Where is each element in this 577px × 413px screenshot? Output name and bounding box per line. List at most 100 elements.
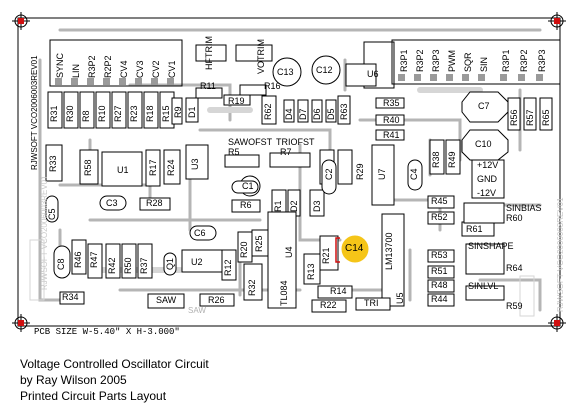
diode-d5: D5 [326, 108, 336, 120]
label-sinshape: SINSHAPE [468, 241, 514, 251]
cap-c3: C3 [106, 198, 118, 208]
res-r58: R58 [83, 159, 93, 176]
res-r18: R18 [145, 105, 155, 122]
label-sawofst: SAWOFST [228, 137, 273, 147]
res-r61: R61 [466, 224, 483, 234]
res-r27: R27 [113, 105, 123, 122]
res-r60: R60 [506, 213, 523, 223]
res-r38: R38 [431, 151, 441, 168]
res-r64: R64 [506, 263, 523, 273]
right-pin-pwm: PWM [447, 50, 457, 72]
right-pin-r3p3b: R3P3 [537, 49, 547, 72]
transistor-q1: Q1 [165, 257, 175, 270]
header-pin-cv3: CV3 [135, 60, 145, 78]
header-pin-cv1: CV1 [167, 60, 177, 78]
res-r50: R50 [123, 257, 133, 274]
res-r14: R14 [330, 286, 347, 296]
res-r10: R10 [97, 105, 107, 122]
res-r51: R51 [431, 266, 448, 276]
header-pin-lin: LIN [71, 63, 81, 78]
res-r9: R9 [173, 106, 183, 118]
res-r57: R57 [525, 109, 535, 126]
res-r34: R34 [62, 292, 79, 302]
cap-c2: C2 [324, 168, 334, 180]
res-r22: R22 [320, 300, 337, 310]
res-r26: R26 [208, 295, 225, 305]
pcb-size-text: PCB SIZE W-5.40" X H-3.000" [34, 327, 180, 337]
res-r31: R31 [49, 105, 59, 122]
caption-author: by Ray Wilson 2005 [20, 373, 127, 387]
res-r30: R30 [65, 105, 75, 122]
res-r33: R33 [48, 155, 58, 172]
res-r59: R59 [506, 301, 523, 311]
ic-tl084: TL084 [279, 280, 289, 306]
pcb-id-mirror: RJWSOFT VCO2006003REV01 [40, 175, 49, 290]
res-r63: R63 [339, 103, 349, 120]
res-r49: R49 [447, 151, 457, 168]
right-pin-sin: SIN [479, 56, 489, 72]
res-r24: R24 [166, 159, 176, 176]
ic-u6: U6 [367, 69, 379, 79]
label-sinbias: SINBIAS [506, 203, 542, 213]
right-pin-sqr: SQR [463, 52, 473, 72]
label-plus12: +12V [477, 160, 499, 170]
cap-c7: C7 [478, 101, 490, 111]
res-r37: R37 [139, 257, 149, 274]
label-votrim: VOTRIM [256, 39, 266, 74]
res-r65: R65 [541, 109, 551, 126]
res-r21: R21 [321, 247, 331, 264]
res-r35: R35 [383, 98, 400, 108]
diode-d1: D1 [187, 106, 197, 118]
header-pin-r2p2: R2P2 [103, 55, 113, 78]
cap-c8: C8 [56, 258, 66, 270]
res-r47: R47 [89, 251, 99, 268]
res-r46: R46 [73, 251, 83, 268]
res-r48: R48 [431, 280, 448, 290]
cap-c14-highlighted: C14 [345, 243, 364, 254]
diode-d6: D6 [312, 108, 322, 120]
label-saw: SAW [156, 295, 177, 305]
res-r41: R41 [383, 130, 400, 140]
right-pin-r3p2: R3P2 [415, 49, 425, 72]
header-pin-cv4: CV4 [119, 60, 129, 78]
label-gnd: GND [477, 174, 497, 184]
right-pin-r3p3: R3P3 [431, 49, 441, 72]
res-r17: R17 [148, 159, 158, 176]
res-r44: R44 [431, 294, 448, 304]
cap-c1: C1 [242, 181, 254, 191]
res-r11: R11 [200, 81, 216, 91]
ic-u1: U1 [117, 165, 129, 175]
cap-c4: C4 [409, 168, 419, 180]
diode-d3: D3 [312, 200, 322, 212]
res-r45: R45 [431, 196, 448, 206]
cap-c6: C6 [194, 228, 206, 238]
label-hftrim: HFTRIM [204, 36, 214, 70]
res-r56: R56 [509, 109, 519, 126]
diode-d7: D7 [298, 108, 308, 120]
res-r7: R7 [280, 147, 292, 157]
res-r1: R1 [273, 200, 283, 212]
label-triofst: TRIOFST [276, 137, 315, 147]
res-r40: R40 [383, 115, 400, 125]
res-r16: R16 [264, 81, 281, 91]
header-pin-r3p2: R3P2 [87, 55, 97, 78]
diode-d2: D2 [289, 200, 299, 212]
ic-u4: U4 [284, 246, 294, 258]
res-r42: R42 [107, 257, 117, 274]
cap-c10: C10 [475, 139, 492, 149]
ic-u7: U7 [377, 168, 387, 180]
caption-subtitle: Printed Circuit Parts Layout [20, 389, 167, 403]
res-r52: R52 [431, 212, 448, 222]
pcb-id-vertical: RJWSOFT VCO2006003REV01 [30, 55, 39, 170]
pcb-id-mirror-right: RJWSOFT VCO2006003REV01 [556, 197, 565, 312]
header-pin-sync: SYNC [55, 52, 65, 78]
res-r15: R15 [161, 105, 171, 122]
right-pin-r3p2b: R3P2 [519, 49, 529, 72]
right-pin-r3p1b: R3P1 [501, 49, 511, 72]
cap-c12: C12 [316, 65, 333, 75]
label-tri: TRI [364, 298, 379, 308]
res-r6: R6 [240, 200, 252, 210]
cap-c13: C13 [277, 67, 294, 77]
res-r5: R5 [228, 147, 240, 157]
